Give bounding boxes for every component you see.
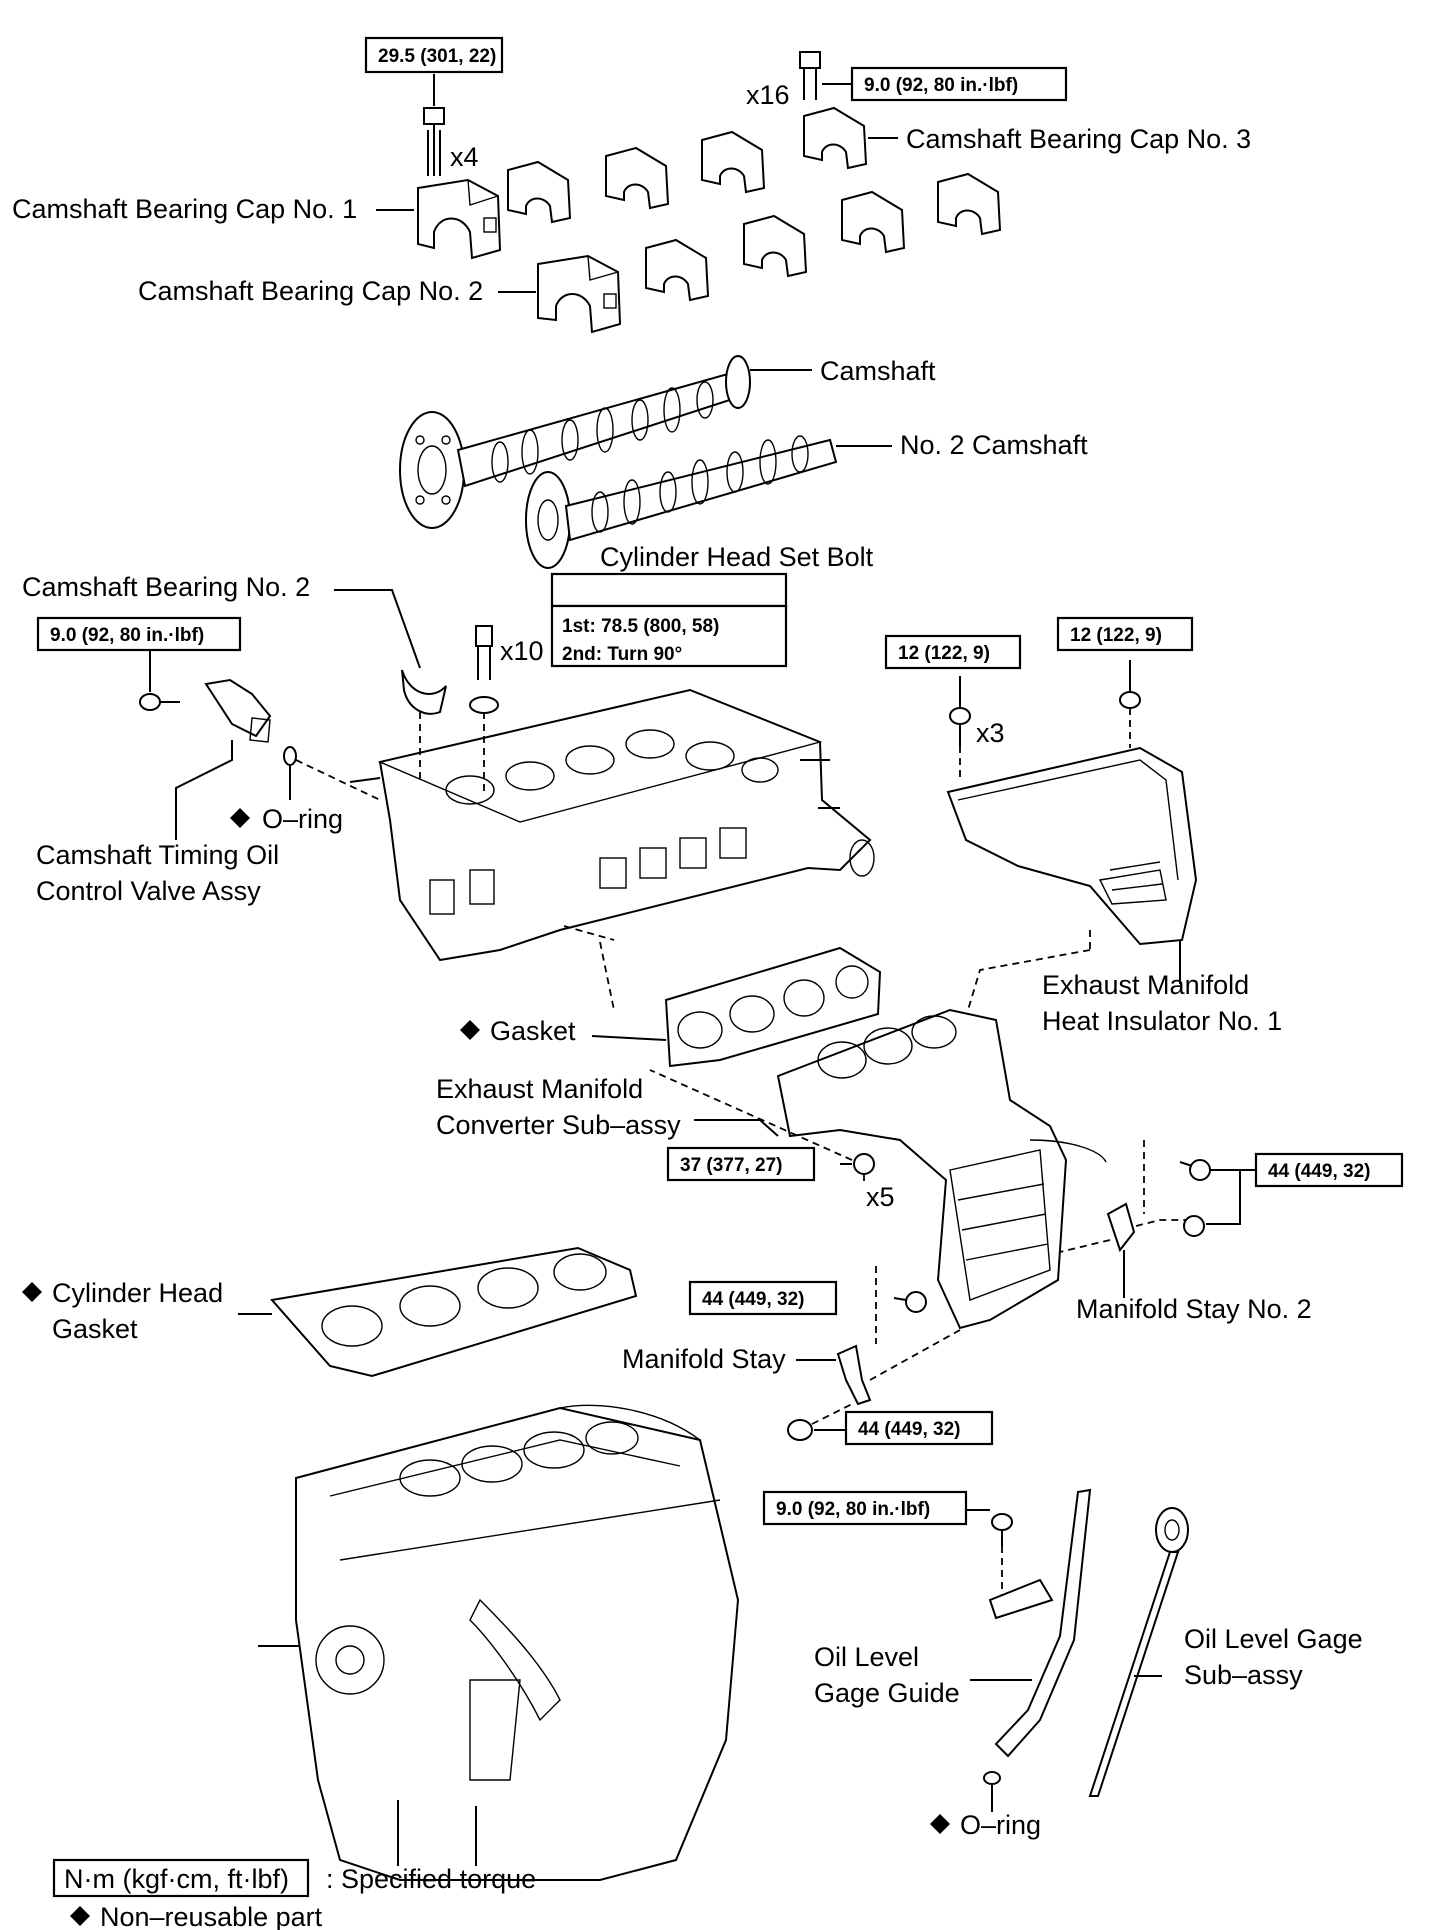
- label-head-set-bolt: Cylinder Head Set Bolt: [600, 542, 874, 572]
- label-camshaft: Camshaft: [820, 356, 936, 386]
- torque-stay-bolt: 44 (449, 32): [702, 1289, 804, 1310]
- torque-stay2-bolt: 44 (449, 32): [1268, 1161, 1370, 1182]
- camshaft-bearing-caps: [376, 51, 1002, 334]
- label-oring: O–ring: [262, 804, 343, 834]
- label-gage-line1: Oil Level Gage: [1184, 1624, 1363, 1654]
- label-gasket: Gasket: [490, 1016, 576, 1046]
- legend-unit-description: : Specified torque: [326, 1864, 536, 1894]
- cylinder-head-gasket-part: [238, 1246, 638, 1378]
- label-ocv-line1: Camshaft Timing Oil: [36, 840, 279, 870]
- torque-guide-bolt: 9.0 (92, 80 in.·lbf): [776, 1499, 930, 1520]
- torque-insulator-bolt-b: 12 (122, 9): [1070, 625, 1162, 646]
- nonreusable-icon: [22, 1282, 42, 1302]
- torque-stay-nut: 44 (449, 32): [858, 1419, 960, 1440]
- exhaust-gasket-part: [591, 946, 882, 1068]
- qty-x10: x10: [500, 636, 544, 666]
- exhaust-manifold-converter-part: [649, 1008, 1107, 1330]
- cap-bolt-x16: [799, 51, 852, 100]
- bearing-cap-small-row2: [645, 172, 1002, 302]
- part-labels: Camshaft Bearing Cap No. 1 Camshaft Bear…: [12, 124, 1363, 1840]
- legend: N·m (kgf·cm, ft·lbf) : Specified torque …: [52, 1858, 536, 1930]
- torque-cap1-bolt: 29.5 (301, 22): [378, 46, 496, 67]
- label-bearing-no2: Camshaft Bearing No. 2: [22, 572, 310, 602]
- legend-unit: N·m (kgf·cm, ft·lbf): [64, 1864, 289, 1894]
- label-heat-insulator-line1: Exhaust Manifold: [1042, 970, 1249, 1000]
- qty-x4: x4: [450, 142, 479, 172]
- cap-no1-bolt: [423, 74, 445, 176]
- label-gage-guide-line2: Gage Guide: [814, 1678, 960, 1708]
- camshaft-part: [399, 355, 812, 529]
- label-heat-insulator-line2: Heat Insulator No. 1: [1042, 1006, 1282, 1036]
- no2-camshaft-part: [525, 435, 892, 569]
- label-cap-no3: Camshaft Bearing Cap No. 3: [906, 124, 1251, 154]
- ocv-part: [139, 646, 381, 840]
- bearing-cap-no2-part: [537, 254, 622, 334]
- nonreusable-icon: [230, 808, 250, 828]
- label-gage-guide-line1: Oil Level: [814, 1642, 919, 1672]
- torque-cap-bolts: 9.0 (92, 80 in.·lbf): [864, 75, 1018, 96]
- label-ocv-line2: Control Valve Assy: [36, 876, 261, 906]
- legend-nonreusable: Non–reusable part: [100, 1902, 323, 1930]
- cylinder-block-part: [258, 1404, 740, 1881]
- label-manifold-stay-no2: Manifold Stay No. 2: [1076, 1294, 1312, 1324]
- nonreusable-icon: [930, 1814, 950, 1834]
- torque-callouts: 29.5 (301, 22) 9.0 (92, 80 in.·lbf) 9.0 …: [36, 36, 1404, 1526]
- torque-exhaust-nut: 37 (377, 27): [680, 1155, 782, 1176]
- nonreusable-icon: [460, 1020, 480, 1040]
- qty-x3: x3: [976, 718, 1005, 748]
- heat-insulator-part: [946, 660, 1198, 1011]
- torque-insulator-bolt-a: 12 (122, 9): [898, 643, 990, 664]
- qty-x16: x16: [746, 80, 790, 110]
- label-oring-2: O–ring: [960, 1810, 1041, 1840]
- torque-head-bolt-step2: 2nd: Turn 90°: [562, 644, 682, 665]
- manifold-stay-no2-part: [1059, 1140, 1256, 1298]
- label-head-gasket-line2: Gasket: [52, 1314, 138, 1344]
- cylinder-head-bolt-part: [469, 625, 499, 792]
- oil-level-gage-guide-part: [966, 1488, 1092, 1812]
- label-manifold-stay: Manifold Stay: [622, 1344, 786, 1374]
- qty-x5: x5: [866, 1182, 895, 1212]
- quantity-labels: x4 x16 x10 x3 x5: [450, 80, 1005, 1212]
- torque-head-bolt-step1: 1st: 78.5 (800, 58): [562, 616, 719, 637]
- cylinder-head-part: [349, 688, 875, 962]
- torque-ocv-bolt: 9.0 (92, 80 in.·lbf): [50, 625, 204, 646]
- bearing-cap-small-row1: [507, 106, 868, 224]
- label-exh-converter-line1: Exhaust Manifold: [436, 1074, 643, 1104]
- nonreusable-icon: [70, 1906, 90, 1926]
- label-cap-no1: Camshaft Bearing Cap No. 1: [12, 194, 357, 224]
- label-exh-converter-line2: Converter Sub–assy: [436, 1110, 681, 1140]
- camshaft-bearing-no2-part: [334, 589, 447, 780]
- label-cap-no2: Camshaft Bearing Cap No. 2: [138, 276, 483, 306]
- label-no2-camshaft: No. 2 Camshaft: [900, 430, 1088, 460]
- legend-unit-box: [52, 1858, 310, 1898]
- manifold-stay-part: [787, 1266, 961, 1441]
- label-gage-line2: Sub–assy: [1184, 1660, 1303, 1690]
- bearing-cap-no1-part: [417, 178, 502, 260]
- oil-level-gage-part: [1088, 1507, 1189, 1797]
- label-head-gasket-line1: Cylinder Head: [52, 1278, 223, 1308]
